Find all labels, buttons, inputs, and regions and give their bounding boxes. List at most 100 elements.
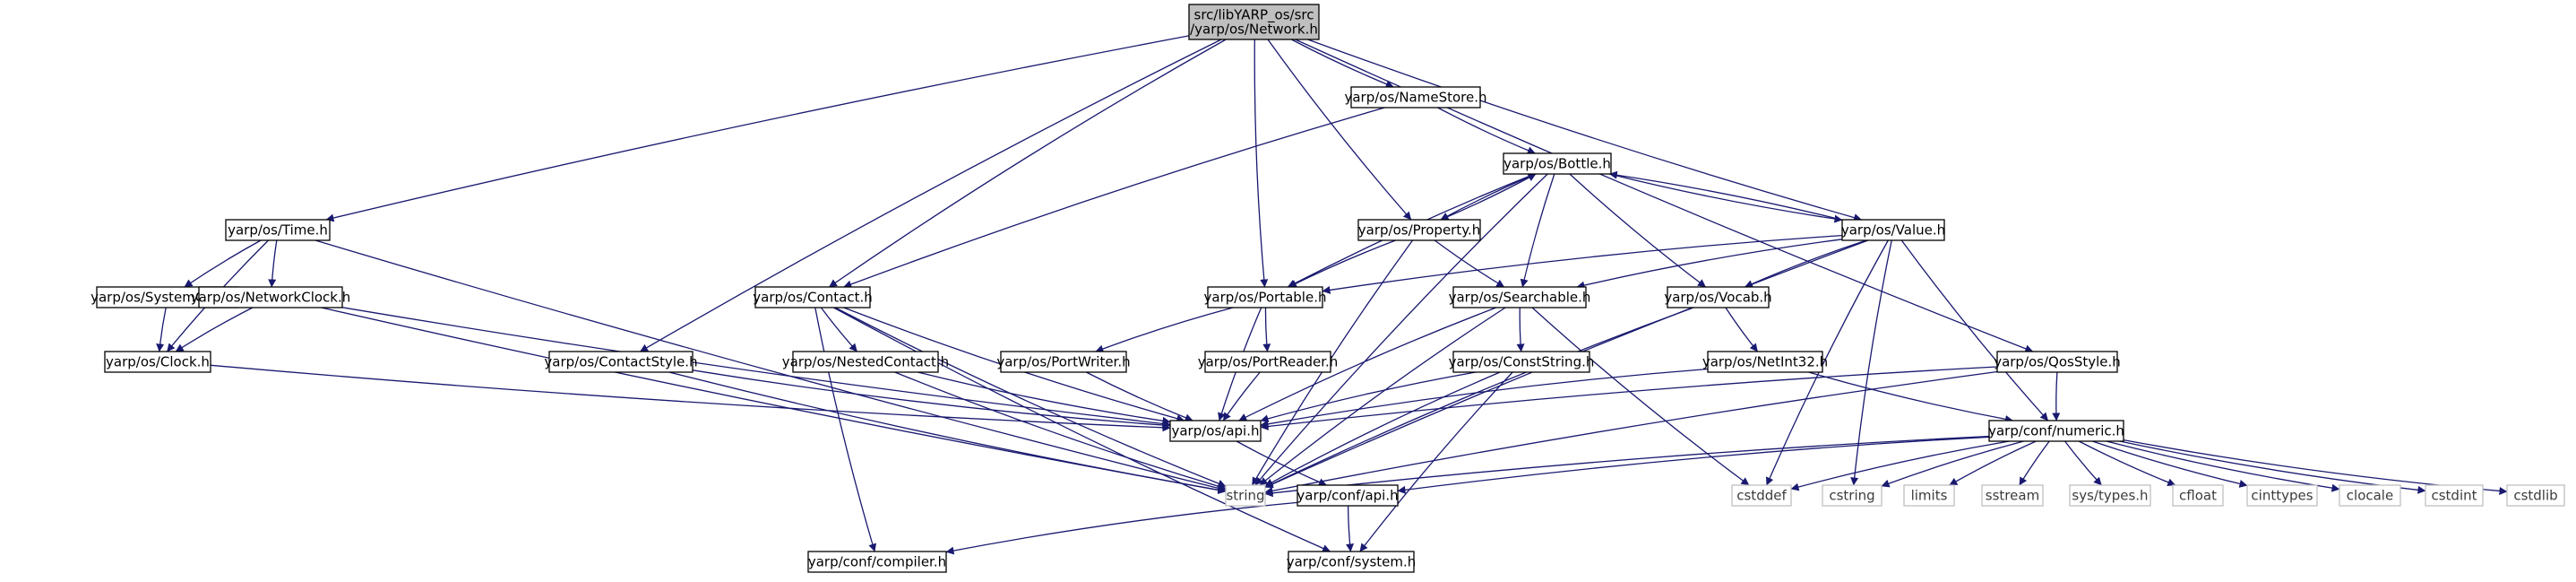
edge-value-to-numeric bbox=[1900, 239, 2049, 421]
node-confapi[interactable]: yarp/conf/api.h bbox=[1297, 484, 1399, 507]
node-bottle[interactable]: yarp/os/Bottle.h bbox=[1503, 152, 1612, 175]
edge-conststring-to-system bbox=[1359, 371, 1513, 552]
edge-numeric-to-cstdlib bbox=[2123, 439, 2508, 495]
edge-vocab-to-string bbox=[1264, 307, 1694, 488]
edge-portable-to-portreader bbox=[1262, 307, 1271, 352]
edge-bottle-to-vocab bbox=[1569, 173, 1706, 288]
edge-value-to-portable bbox=[1322, 234, 1843, 294]
node-nestedcontact[interactable]: yarp/os/NestedContact.h bbox=[782, 351, 949, 373]
node-root[interactable]: src/libYARP_os/src/yarp/os/Network.h bbox=[1188, 4, 1320, 40]
node-box bbox=[225, 219, 331, 241]
edge-networkclock-to-string bbox=[321, 307, 1227, 494]
node-namestore[interactable]: yarp/os/NameStore.h bbox=[1344, 86, 1487, 109]
node-time[interactable]: yarp/os/Time.h bbox=[225, 219, 331, 241]
node-label: yarp/os/Vocab.h bbox=[1664, 290, 1771, 306]
node-box bbox=[1357, 219, 1481, 241]
edge-time-to-systemclock bbox=[184, 239, 262, 288]
node-box bbox=[754, 286, 871, 308]
edge-value-to-searchable bbox=[1576, 239, 1843, 290]
edge-bottle-to-value bbox=[1609, 173, 1843, 223]
edge-searchable-to-cstddef bbox=[1531, 307, 1750, 486]
node-limits: limits bbox=[1903, 484, 1955, 507]
edge-vocab-to-netint32 bbox=[1725, 307, 1759, 352]
edge-netint32-to-numeric bbox=[1808, 371, 2013, 423]
node-box bbox=[1452, 286, 1587, 308]
node-label: yarp/os/Clock.h bbox=[106, 354, 210, 370]
edge-contact-to-system bbox=[833, 307, 1331, 552]
edge-bottle-to-searchable bbox=[1520, 173, 1555, 288]
node-compiler[interactable]: yarp/conf/compiler.h bbox=[807, 551, 947, 573]
node-cstdint: cstdint bbox=[2425, 484, 2484, 507]
node-string: string bbox=[1225, 484, 1266, 507]
node-label: yarp/os/Property.h bbox=[1358, 222, 1480, 239]
node-label: cstddef bbox=[1736, 488, 1787, 504]
node-label: cinttypes bbox=[2251, 488, 2313, 504]
edge-root-to-time bbox=[325, 35, 1190, 222]
node-label: src/libYARP_os/src bbox=[1194, 7, 1314, 24]
node-label: yarp/conf/system.h bbox=[1287, 554, 1417, 570]
node-box bbox=[1188, 4, 1320, 40]
node-conststring[interactable]: yarp/os/ConstString.h bbox=[1449, 351, 1595, 373]
node-cfloat: cfloat bbox=[2172, 484, 2224, 507]
node-netint32[interactable]: yarp/os/NetInt32.h bbox=[1702, 351, 1828, 373]
node-label: yarp/os/api.h bbox=[1171, 423, 1259, 439]
node-box bbox=[1503, 152, 1612, 175]
node-contact[interactable]: yarp/os/Contact.h bbox=[753, 286, 873, 308]
node-box bbox=[1822, 484, 1882, 507]
node-label: yarp/os/NetworkClock.h bbox=[191, 290, 351, 306]
node-label: yarp/os/Value.h bbox=[1841, 222, 1945, 239]
node-box bbox=[807, 551, 947, 573]
node-label: limits bbox=[1911, 488, 1948, 504]
node-label: yarp/os/NestedContact.h bbox=[782, 354, 949, 370]
node-property[interactable]: yarp/os/Property.h bbox=[1357, 219, 1481, 241]
edge-root-to-contactstyle bbox=[640, 39, 1222, 352]
node-box bbox=[198, 286, 343, 308]
edge-root-to-property bbox=[1267, 39, 1412, 221]
edge-numeric-to-cstdint bbox=[2119, 440, 2426, 494]
node-systypes: sys/types.h bbox=[2069, 484, 2151, 507]
node-label: cstring bbox=[1829, 488, 1874, 504]
edge-conststring-to-string bbox=[1264, 371, 1501, 487]
node-clock[interactable]: yarp/os/Clock.h bbox=[104, 351, 211, 373]
node-box bbox=[2246, 484, 2318, 507]
node-box bbox=[1841, 219, 1945, 241]
node-system[interactable]: yarp/conf/system.h bbox=[1287, 551, 1417, 573]
edge-numeric-to-confapi bbox=[1397, 436, 1990, 494]
edge-conststring-to-osapi bbox=[1260, 371, 1477, 423]
edge-contact-to-nestedcontact bbox=[820, 307, 858, 352]
edge-nestedcontact-to-string bbox=[894, 371, 1227, 491]
node-searchable[interactable]: yarp/os/Searchable.h bbox=[1449, 286, 1591, 308]
node-label: yarp/os/NameStore.h bbox=[1344, 90, 1486, 106]
node-value[interactable]: yarp/os/Value.h bbox=[1841, 219, 1945, 241]
edge-confapi-to-compiler bbox=[945, 501, 1298, 555]
node-osapi[interactable]: yarp/os/api.h bbox=[1169, 420, 1262, 442]
edge-nestedcontact-to-osapi bbox=[918, 371, 1171, 425]
edge-qosstyle-to-osapi bbox=[1260, 366, 1998, 430]
node-vocab[interactable]: yarp/os/Vocab.h bbox=[1664, 286, 1772, 308]
edge-numeric-to-systypes bbox=[2064, 440, 2102, 486]
node-numeric[interactable]: yarp/conf/numeric.h bbox=[1988, 420, 2124, 442]
node-label: yarp/os/PortWriter.h bbox=[996, 354, 1130, 370]
edge-contactstyle-to-string bbox=[668, 371, 1227, 494]
edge-confapi-to-system bbox=[1346, 505, 1355, 552]
node-networkclock[interactable]: yarp/os/NetworkClock.h bbox=[191, 286, 351, 308]
node-cinttypes: cinttypes bbox=[2246, 484, 2318, 507]
node-box bbox=[1452, 351, 1590, 373]
edge-value-to-vocab bbox=[1745, 239, 1867, 288]
node-portreader[interactable]: yarp/os/PortReader.h bbox=[1198, 351, 1339, 373]
node-portwriter[interactable]: yarp/os/PortWriter.h bbox=[996, 351, 1131, 373]
node-qosstyle[interactable]: yarp/os/QosStyle.h bbox=[1994, 351, 2121, 373]
edge-bottle-to-property bbox=[1440, 173, 1537, 221]
node-box bbox=[2506, 484, 2565, 507]
edge-systemclock-to-clock bbox=[156, 307, 167, 352]
node-box bbox=[1903, 484, 1955, 507]
node-label: /yarp/os/Network.h bbox=[1190, 22, 1318, 38]
node-sstream: sstream bbox=[1981, 484, 2044, 507]
edge-root-to-value bbox=[1307, 39, 1863, 222]
edge-value-to-cstring bbox=[1850, 239, 1892, 486]
node-box bbox=[1000, 351, 1127, 373]
node-contactstyle[interactable]: yarp/os/ContactStyle.h bbox=[544, 351, 698, 373]
nodes-layer: src/libYARP_os/src/yarp/os/Network.hyarp… bbox=[90, 4, 2565, 573]
node-box bbox=[1204, 351, 1331, 373]
node-portable[interactable]: yarp/os/Portable.h bbox=[1204, 286, 1327, 308]
